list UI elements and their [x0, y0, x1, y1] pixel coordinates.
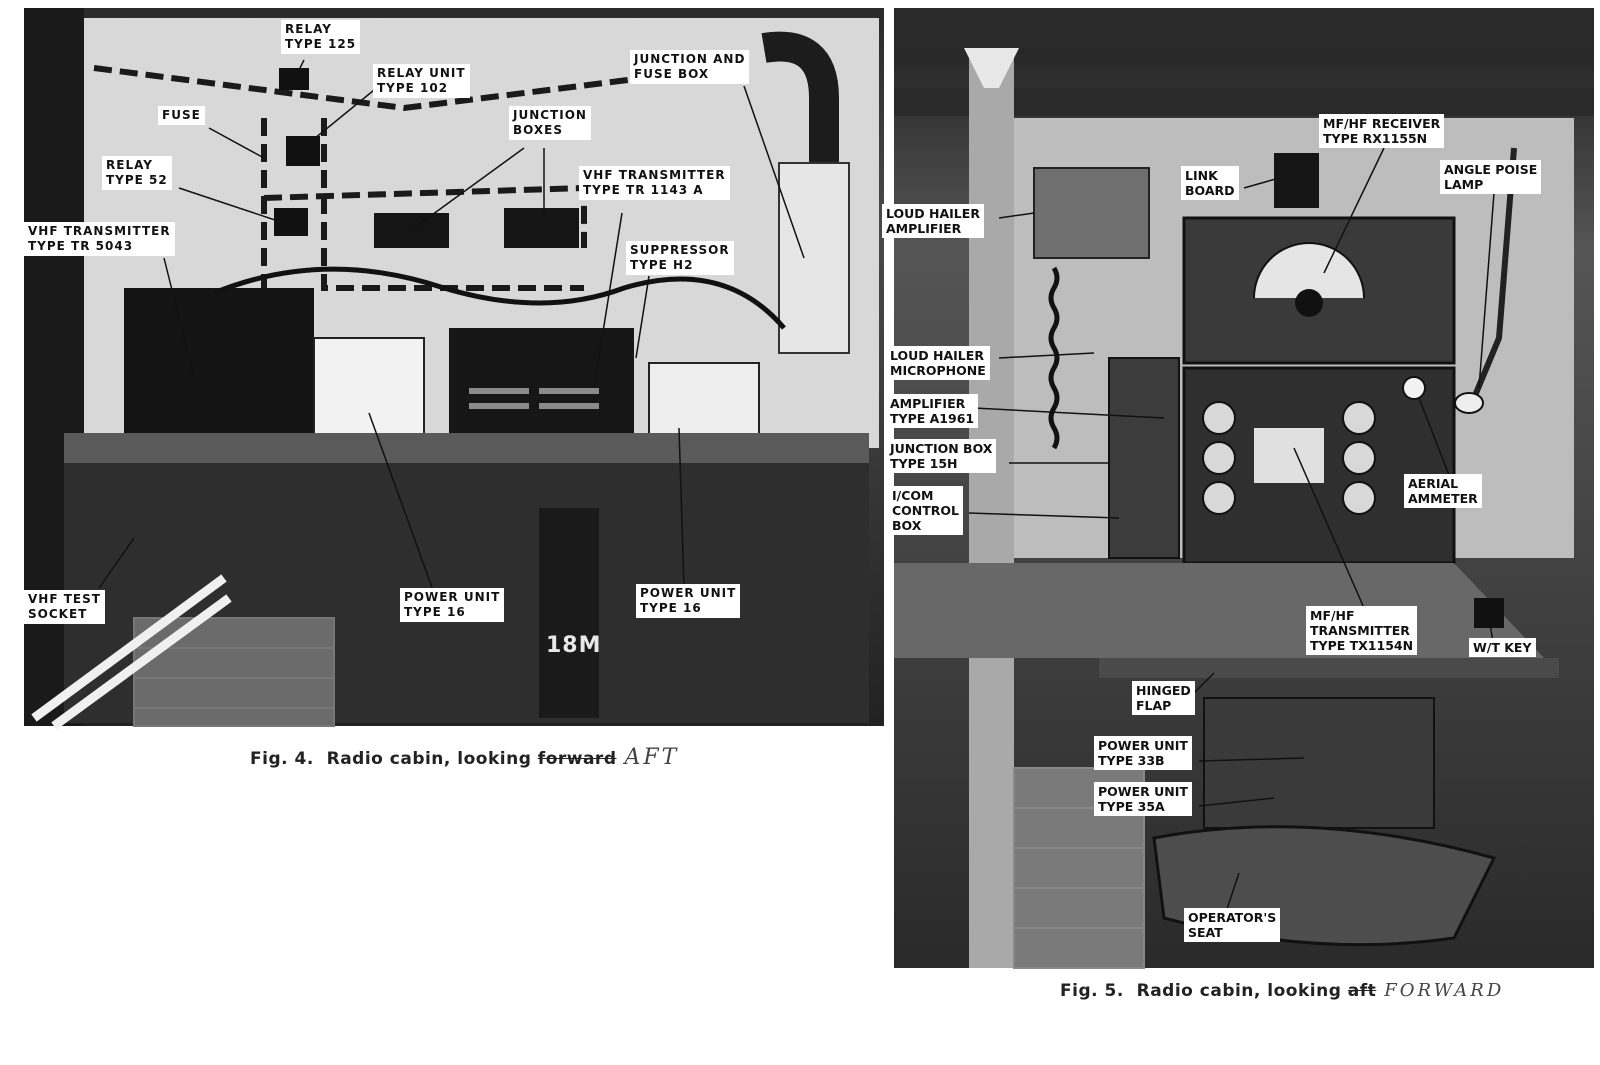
label-suppressor-type-h2: SUPPRESSOR TYPE H2 — [626, 241, 734, 275]
junction-box-right — [504, 208, 579, 248]
label-junction-box-type-15h: JUNCTION BOX TYPE 15H — [886, 439, 997, 473]
label-vhf-test-socket: VHF TEST SOCKET — [24, 590, 105, 624]
label-loud-hailer-microphone: LOUD HAILER MICROPHONE — [886, 346, 990, 380]
fig5-photo: MF/HF RECEIVER TYPE RX1155N LINK BOARD A… — [882, 8, 1594, 969]
wt-key — [1474, 598, 1504, 628]
label-angle-poise-lamp: ANGLE POISE LAMP — [1440, 160, 1542, 194]
angle-poise-lamp — [1471, 147, 1517, 400]
fig5-caption: Fig. 5. Radio cabin, looking aft FORWARD — [1060, 980, 1504, 1001]
fig4-caption: Fig. 4. Radio cabin, looking forward AFT — [250, 745, 679, 770]
label-relay-type-52: RELAY TYPE 52 — [102, 156, 172, 190]
fig4-leader-lines — [98, 59, 805, 594]
power-unit-16-left — [313, 337, 425, 439]
label-icom-control-box: I/COM CONTROL BOX — [888, 486, 964, 535]
label-link-board: LINK BOARD — [1181, 166, 1239, 200]
floor-conduit — [31, 574, 227, 722]
floor-boards — [133, 617, 335, 727]
fig5-caption-handwritten: FORWARD — [1384, 980, 1505, 1001]
label-junction-and-fuse-box: JUNCTION AND FUSE BOX — [630, 50, 750, 84]
label-wt-key: W/T KEY — [1469, 638, 1536, 657]
label-power-unit-type-16-right: POWER UNIT TYPE 16 — [636, 584, 741, 618]
label-junction-boxes: JUNCTION BOXES — [509, 106, 591, 140]
ceiling-beams — [894, 8, 1594, 116]
label-power-unit-type-35a: POWER UNIT TYPE 35A — [1094, 782, 1192, 816]
label-operators-seat: OPERATOR'S SEAT — [1184, 908, 1281, 942]
fig4-caption-handwritten: AFT — [624, 745, 680, 770]
relay-unit-102 — [286, 136, 320, 166]
conduit-pipe — [761, 31, 839, 208]
label-vhf-transmitter-tr1143a: VHF TRANSMITTER TYPE TR 1143 A — [579, 166, 730, 200]
support-pillar — [969, 48, 1014, 968]
operator-desk — [894, 563, 1544, 658]
junction-fuse-box — [778, 162, 850, 354]
label-loud-hailer-amplifier: LOUD HAILER AMPLIFIER — [882, 204, 984, 238]
power-units-under-desk — [1203, 697, 1435, 829]
label-power-unit-type-33b: POWER UNIT TYPE 33B — [1094, 736, 1192, 770]
vhf-transmitter-tr5043 — [124, 288, 314, 433]
fig4-caption-text: Fig. 4. Radio cabin, looking — [250, 749, 538, 769]
amplifier-a1961 — [1108, 357, 1180, 559]
label-fuse: FUSE — [158, 106, 205, 125]
label-amplifier-type-a1961: AMPLIFIER TYPE A1961 — [886, 394, 979, 428]
label-aerial-ammeter: AERIAL AMMETER — [1404, 474, 1482, 508]
aerial-ammeter — [1402, 376, 1426, 400]
label-hinged-flap: HINGED FLAP — [1132, 681, 1195, 715]
fig4-caption-struck: forward — [537, 749, 617, 769]
label-mfhf-receiver-rx1155n: MF/HF RECEIVER TYPE RX1155N — [1319, 114, 1445, 148]
label-mfhf-transmitter-tx1154n: MF/HF TRANSMITTER TYPE TX1154N — [1306, 606, 1418, 655]
label-vhf-transmitter-tr5043: VHF TRANSMITTER TYPE TR 5043 — [24, 222, 175, 256]
fig5-scene — [894, 8, 1594, 969]
fig4-photo: RELAY TYPE 125 RELAY UNIT TYPE 102 JUNCT… — [24, 8, 884, 730]
fig4-scene — [24, 8, 879, 730]
label-relay-unit-type-102: RELAY UNIT TYPE 102 — [373, 64, 470, 98]
loud-hailer-amplifier — [1033, 167, 1150, 259]
relay-125 — [279, 68, 309, 90]
fig5-caption-text: Fig. 5. Radio cabin, looking — [1060, 981, 1348, 1001]
label-relay-type-125: RELAY TYPE 125 — [281, 20, 361, 54]
link-board — [1274, 153, 1319, 208]
fig5-caption-struck: aft — [1347, 981, 1377, 1001]
loud-hailer-microphone-cord — [1048, 266, 1060, 450]
label-power-unit-type-16-left: POWER UNIT TYPE 16 — [400, 588, 505, 622]
junction-box-left — [374, 213, 449, 248]
box-stencil-mark: 18M — [546, 633, 602, 658]
fig5-leader-lines — [968, 147, 1495, 919]
bench-top — [64, 433, 869, 463]
